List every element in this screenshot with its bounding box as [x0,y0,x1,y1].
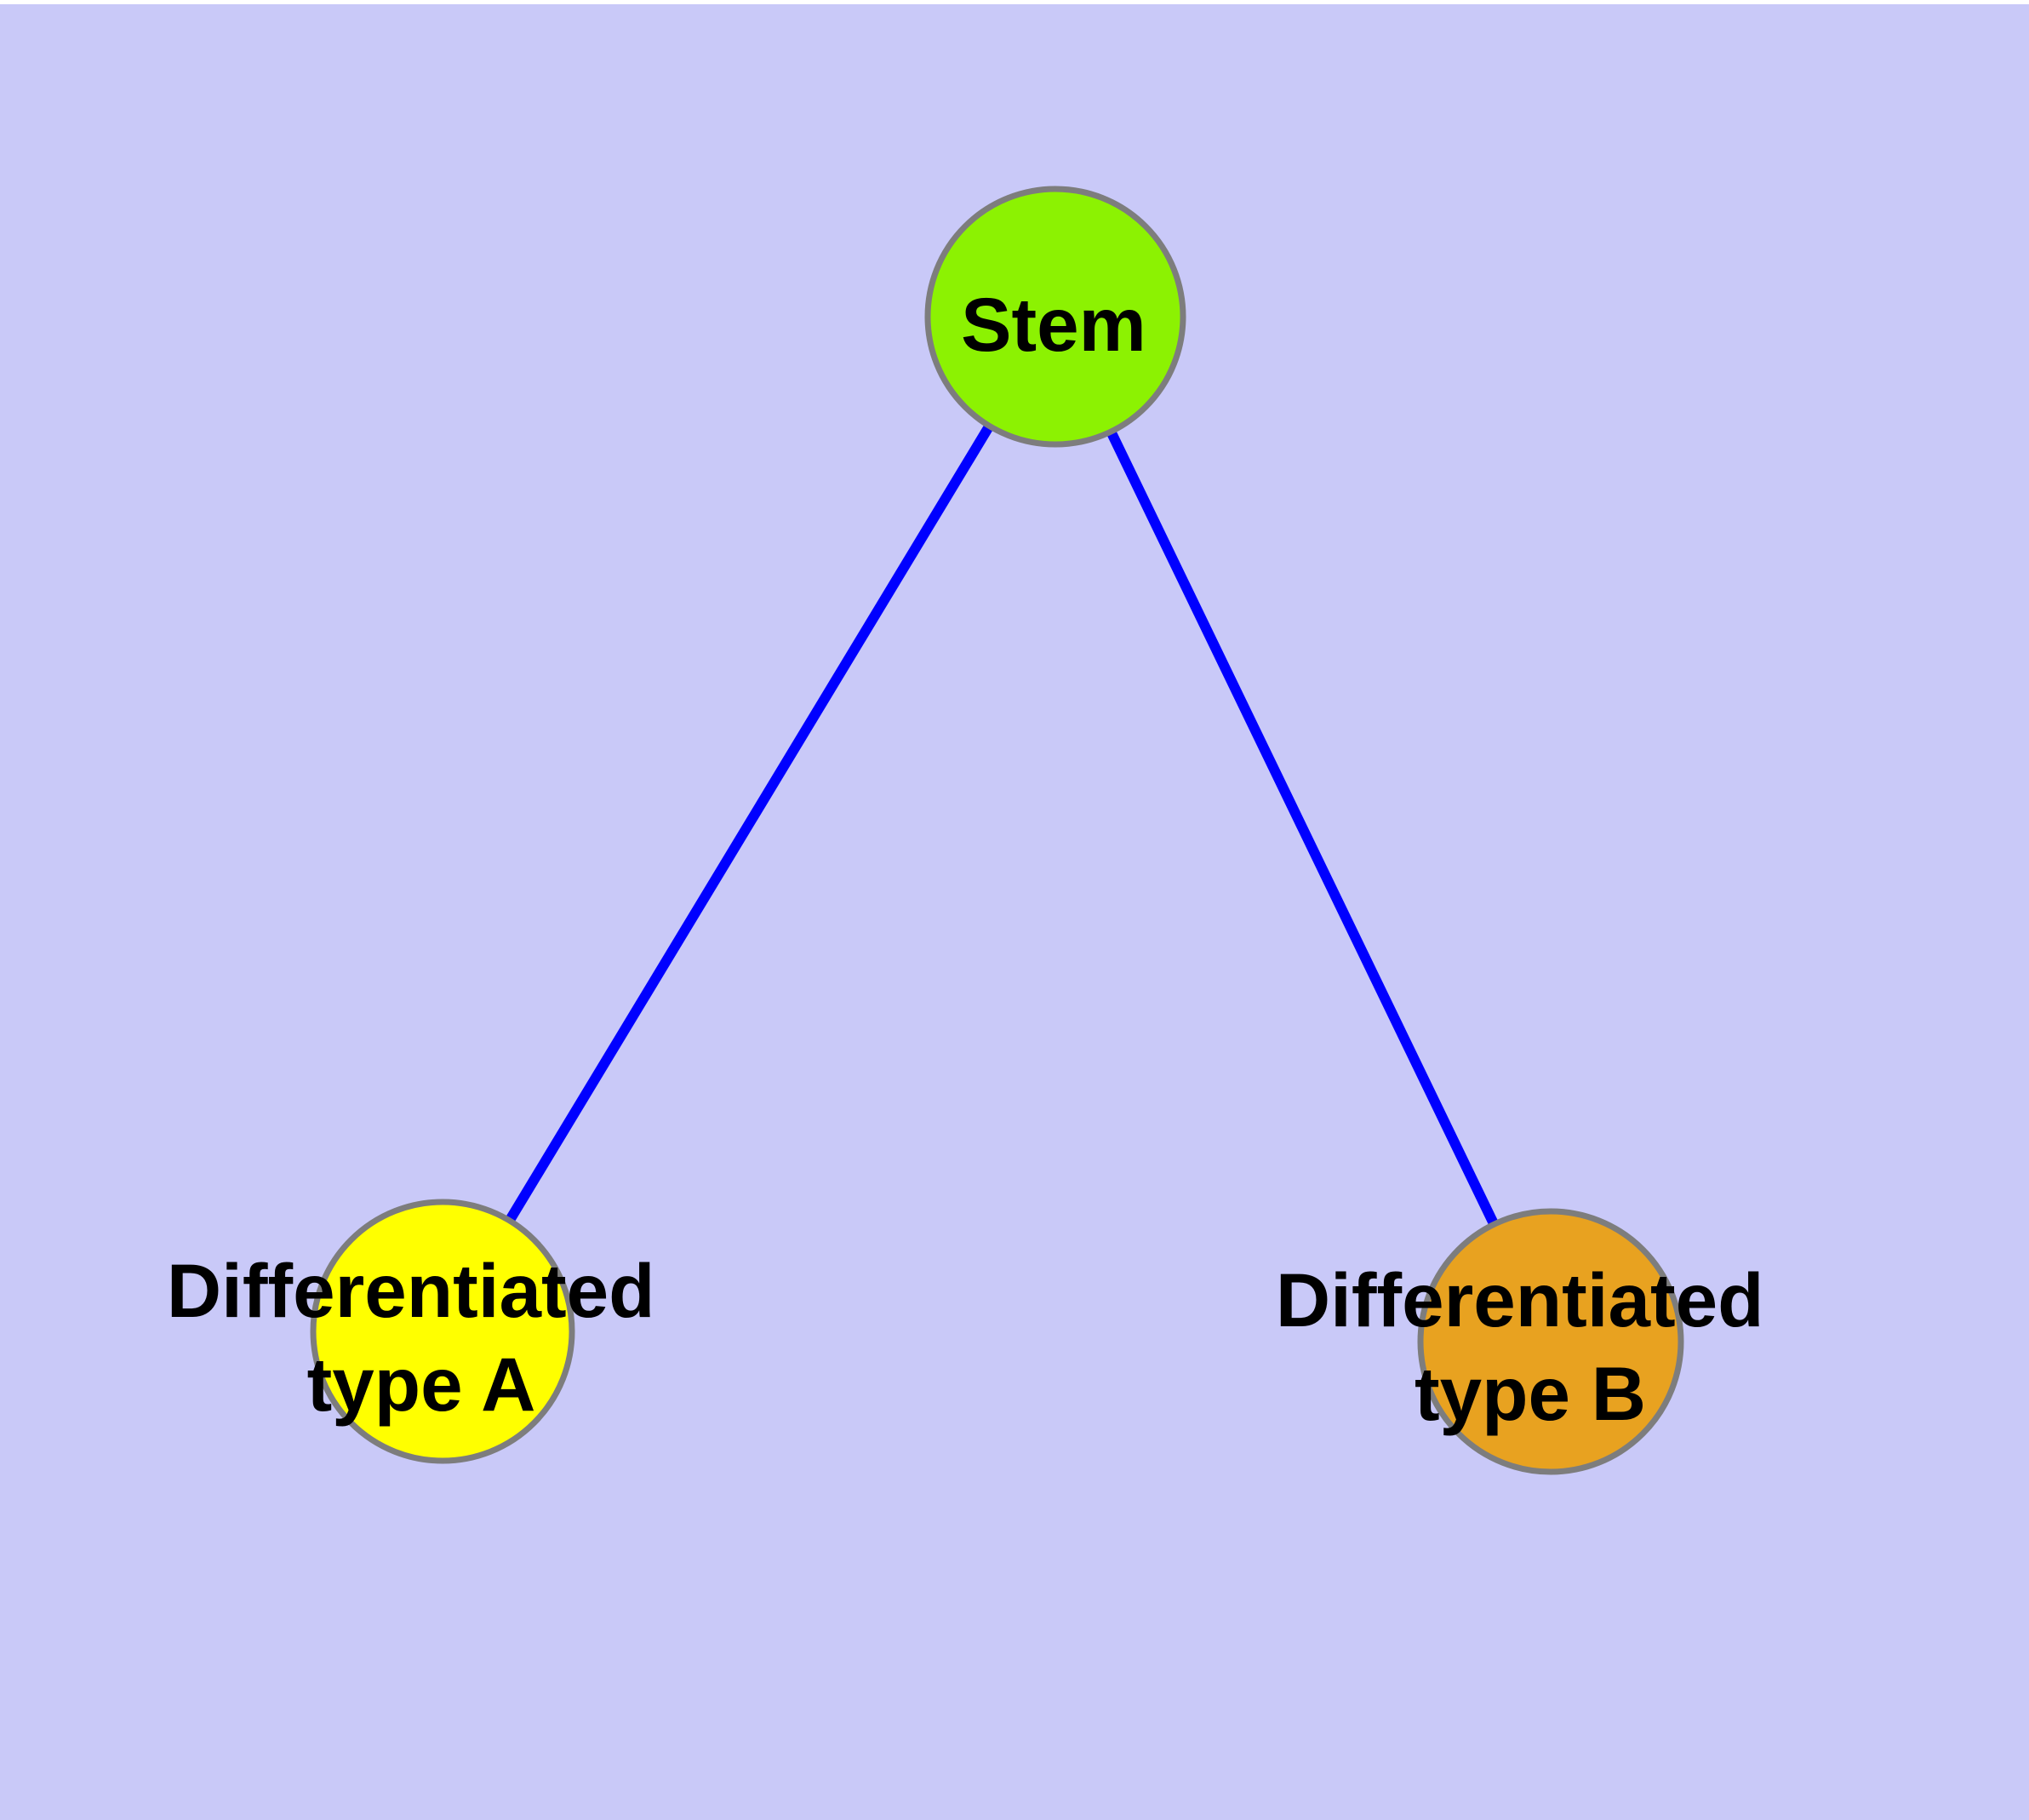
node-type-b-label-line-1: Differentiated [1276,1257,1764,1342]
edge-stem-to-type-b [1050,314,1556,1344]
node-type-b-label: Differentiated type B [1276,1257,1785,1436]
node-differentiated-type-a [310,1199,575,1464]
node-type-b-label-line-2: type B [1415,1351,1646,1436]
node-stem [924,186,1186,448]
node-type-a-label-line-1: Differentiated [167,1248,655,1333]
node-type-a-label-line-2: type A [307,1342,536,1427]
node-differentiated-type-b [1417,1208,1684,1475]
top-margin-strip [0,0,2029,4]
node-type-a-label: Differentiated type A [167,1248,676,1427]
edge-stem-to-type-a [437,313,1060,1335]
node-stem-label: Stem [961,282,1146,367]
